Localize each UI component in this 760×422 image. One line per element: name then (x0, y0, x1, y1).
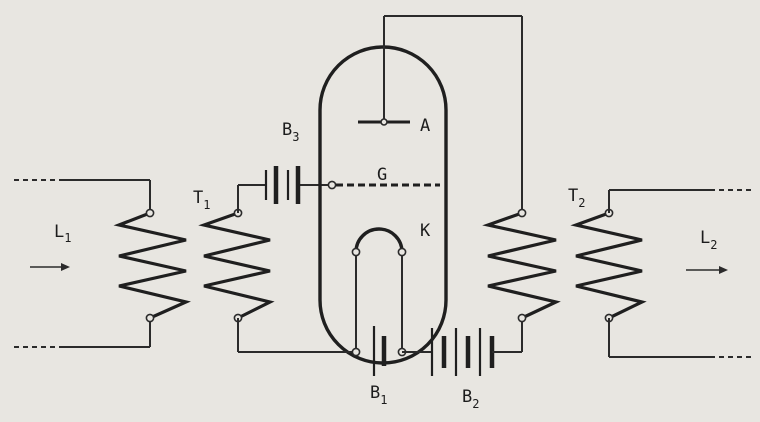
battery-b3 (264, 166, 301, 204)
battery-b1 (372, 326, 387, 376)
battery-b2 (430, 328, 495, 376)
label-t1: T1 (193, 188, 210, 212)
l2-direction-arrow (686, 266, 728, 274)
cathode-filament (354, 227, 404, 253)
label-b1: B1 (370, 383, 387, 407)
cathode-left-terminal (351, 247, 361, 257)
cathode-left-junction (351, 347, 361, 357)
vacuum-tube-envelope (318, 45, 448, 365)
t1-primary-bottom-terminal (145, 313, 155, 323)
label-cathode: K (420, 221, 431, 241)
l1-direction-arrow (30, 263, 70, 271)
line-l2-leads (608, 189, 752, 358)
label-t2: T2 (568, 186, 585, 210)
anode-node (380, 118, 388, 126)
t2-primary-top-terminal (517, 208, 527, 218)
grid-circuit-wires (237, 184, 332, 213)
label-b2: B2 (462, 387, 479, 411)
label-anode: A (420, 116, 430, 136)
t2-secondary-coil (570, 211, 647, 320)
label-grid: G (377, 165, 387, 185)
grid-terminal (327, 180, 337, 190)
t1-secondary-coil (198, 211, 275, 320)
label-l1: L1 (54, 222, 71, 245)
t2-primary-bottom-terminal (517, 313, 527, 323)
line-l1-leads (14, 179, 151, 348)
label-b3: B3 (282, 120, 299, 144)
t1-primary-top-terminal (145, 208, 155, 218)
label-l2: L2 (700, 228, 717, 252)
t1-primary-coil (113, 211, 191, 320)
cathode-right-terminal (397, 247, 407, 257)
t2-primary-coil (482, 211, 561, 320)
